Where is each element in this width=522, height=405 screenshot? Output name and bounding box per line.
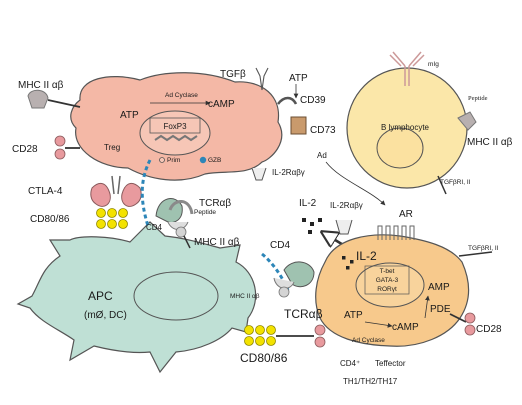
apc-tcr-icon <box>283 261 315 288</box>
teff-cd28-icon-top <box>464 312 476 324</box>
teff-il2-granules <box>342 256 354 270</box>
teff-tf-box <box>364 265 410 295</box>
apc-cd8086-label: CD80/86 <box>240 351 288 365</box>
bcell-tgfbr-label: TGFβRI, II <box>440 179 471 186</box>
teff-il2-label: IL-2 <box>356 249 377 263</box>
ar-receptor-icon <box>377 225 415 240</box>
middle-tcr-label: TCRαβ <box>199 198 231 209</box>
teff-atp-label: ATP <box>344 310 363 321</box>
middle-cd4-label: CD4 <box>146 223 163 232</box>
il2-molecule-icons <box>302 218 322 234</box>
bcell-mhc-label: MHC II αβ <box>467 137 513 148</box>
bcell-peptide-label: Peptide <box>468 95 488 102</box>
teff-cd28-icon-bottom <box>464 324 476 336</box>
ctla4-stem <box>111 175 121 195</box>
teff-amp-label: AMP <box>428 282 450 293</box>
middle-il2-label: IL-2 <box>299 198 317 209</box>
foxp3-label: FoxP3 <box>163 122 187 131</box>
cd73-label: CD73 <box>310 125 336 136</box>
treg-atp2-label: ATP <box>289 73 308 84</box>
gzb-granule-icon <box>199 156 207 164</box>
apc-cd4-label: CD4 <box>270 240 290 251</box>
middle-tcr-chain <box>168 200 194 215</box>
foxp3-box <box>149 117 201 134</box>
middle-cd4-icon <box>140 159 152 227</box>
rorgt-label: RORγt <box>377 286 397 293</box>
apc-nucleus <box>133 271 219 321</box>
ad-label: Ad <box>317 151 327 160</box>
teff-adcyclase-label: Ad Cyclase <box>352 337 385 344</box>
left-cd8086-label: CD80/86 <box>30 214 70 225</box>
middle-mhc-knob <box>175 226 187 238</box>
mig-antibody-icon <box>389 51 425 86</box>
teff-cd28b-icon-bottom <box>314 336 326 348</box>
ad-to-ar-arrow <box>325 161 386 206</box>
tgfb-receptor-icon <box>255 67 269 91</box>
cd73-icon <box>290 116 307 135</box>
cd39-label: CD39 <box>300 95 326 106</box>
tbet-label: T-bet <box>380 268 395 275</box>
mig-label: mIg <box>428 61 439 68</box>
teffector-label: Teffector <box>375 359 406 368</box>
treg-il2r-icon <box>251 167 267 181</box>
teff-cd28-stem <box>449 313 467 323</box>
ctla4-label: CTLA-4 <box>28 186 63 197</box>
tgfb-label: TGFβ <box>220 69 246 80</box>
gzb-label: GZB <box>208 157 221 164</box>
apc-label: APC <box>88 289 113 303</box>
th-subsets-label: TH1/TH2/TH17 <box>343 377 398 386</box>
prim-granule-icon <box>159 157 165 163</box>
left-mhc-label: MHC II αβ <box>18 80 64 91</box>
cd39-icon <box>277 96 298 105</box>
middle-mhc-stem <box>183 235 191 249</box>
middle-peptide-label: Peptide <box>194 209 216 216</box>
treg-adcyclase-label: Ad Cyclase <box>165 92 198 99</box>
apc-mhc-knob <box>278 286 290 298</box>
ctla4-icon-left <box>90 183 111 207</box>
teff-camp-label: cAMP <box>392 322 419 333</box>
left-cd28-icon-bottom <box>54 148 66 160</box>
teff-adcyclase-arrow <box>364 321 393 328</box>
teff-cd28b-icon-top <box>314 324 326 336</box>
teff-cd28-label: CD28 <box>476 324 502 335</box>
treg-atp-label: ATP <box>120 110 139 121</box>
treg-dna <box>154 134 198 142</box>
apc-mhc-label: MHC II αβ <box>230 293 260 300</box>
middle-il2r-label: IL-2Rαβγ <box>330 201 363 210</box>
apc-tcr-label: TCRαβ <box>284 307 323 321</box>
left-cd28-label: CD28 <box>12 144 38 155</box>
bcell-tgfbr-icon <box>437 175 447 195</box>
ctla4-icon-right <box>121 183 142 207</box>
camp-to-amp-arrow <box>424 295 430 319</box>
bcell-mhc-icon <box>457 111 477 131</box>
teff-nucleus <box>355 262 425 308</box>
prim-label: Prim <box>167 157 180 164</box>
left-cd8086-icon <box>96 208 128 229</box>
teff-il2r-icon <box>335 219 353 235</box>
b-lymphocyte-label: B lymphocyte <box>381 123 430 132</box>
apc-sub-label: (mØ, DC) <box>84 310 127 321</box>
apc-cd4-icon <box>261 252 290 291</box>
left-mhc-icon <box>27 89 49 109</box>
gata3-label: GATA-3 <box>376 277 399 284</box>
left-cd28-icon-top <box>54 135 66 147</box>
treg-il2r-label: IL-2Rαβγ <box>272 168 305 177</box>
teff-tgfbr-icon <box>458 251 493 257</box>
apc-cd8086-icon <box>244 325 276 346</box>
ar-label: AR <box>399 209 413 220</box>
middle-mhc-label: MHC II αβ <box>194 237 240 248</box>
b-lymphocyte-nucleus <box>376 127 424 169</box>
teff-pde-label: PDE <box>430 304 451 315</box>
teff-tgfbr-label: TGFβRI, II <box>468 245 499 252</box>
treg-camp-label: cAMP <box>208 99 235 110</box>
cd4plus-label: CD4⁺ <box>340 359 360 368</box>
treg-name-label: Treg <box>104 143 120 152</box>
left-mhc-stem <box>47 99 81 108</box>
